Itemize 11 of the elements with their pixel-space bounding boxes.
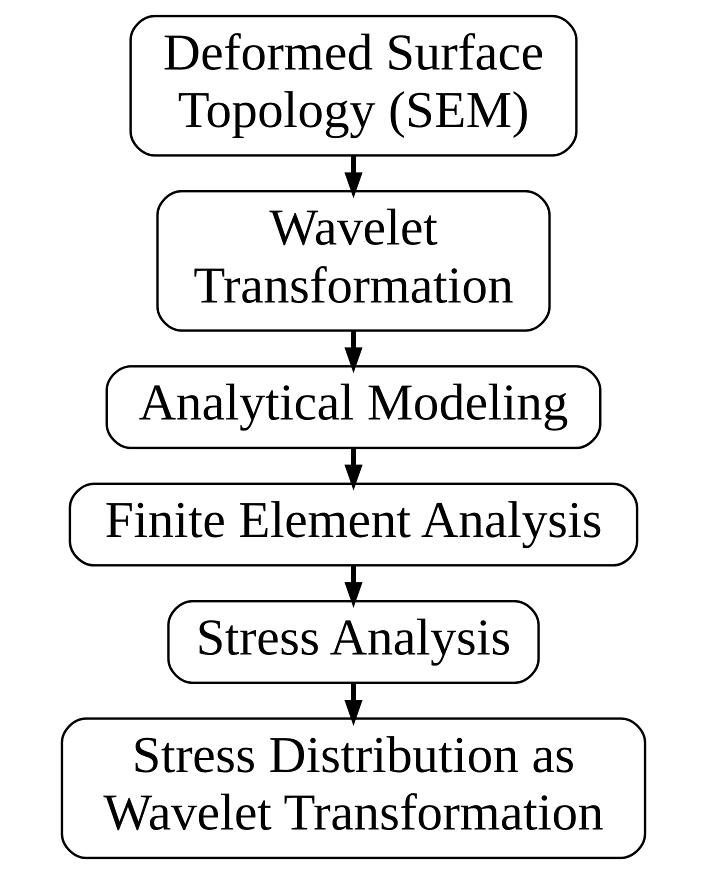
node-box: Stress Distribution as Wavelet Transformation bbox=[60, 717, 646, 860]
node-box: Wavelet Transformation bbox=[156, 190, 550, 332]
arrow bbox=[344, 156, 362, 198]
node-box: Stress Analysis bbox=[166, 600, 540, 684]
node-box: Deformed Surface Topology (SEM) bbox=[128, 14, 578, 157]
node-box: Finite Element Analysis bbox=[68, 482, 638, 567]
arrow bbox=[344, 682, 362, 726]
arrow bbox=[344, 448, 362, 491]
arrow bbox=[344, 566, 362, 608]
node-box: Analytical Modeling bbox=[105, 365, 601, 450]
arrow bbox=[344, 330, 362, 374]
